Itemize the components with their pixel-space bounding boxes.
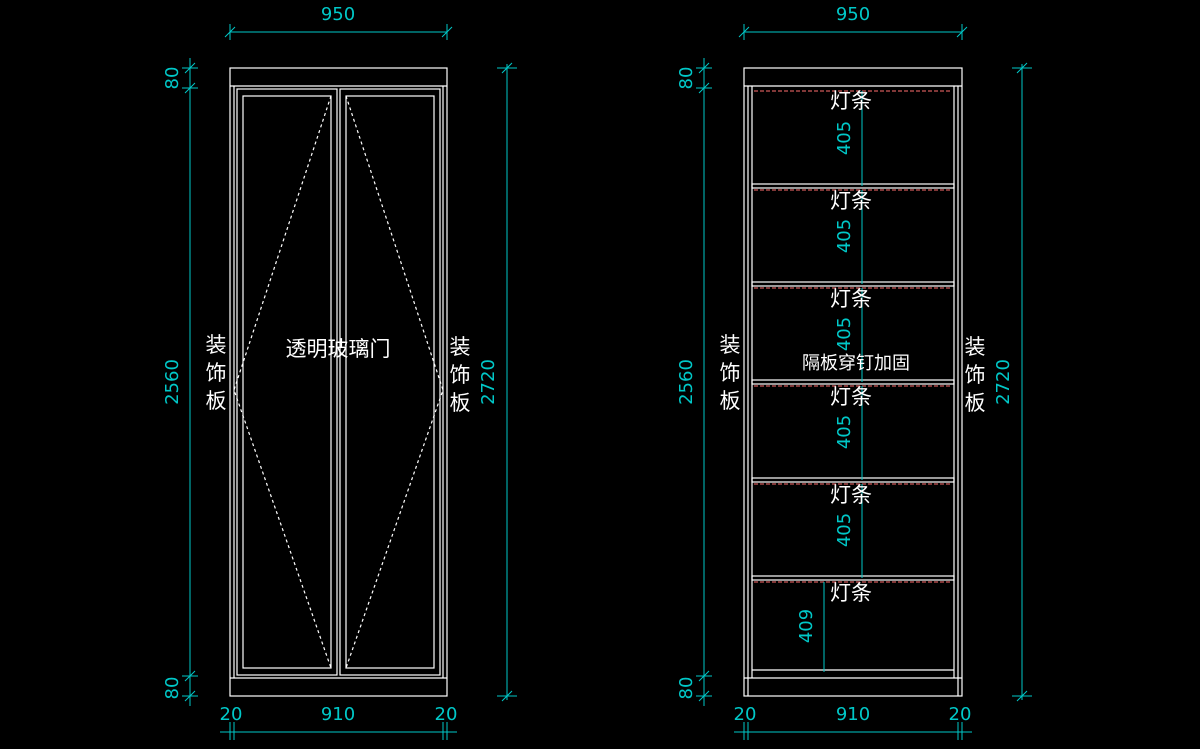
right-top-width-text: 950: [836, 4, 870, 25]
left-overall-tick-b: [501, 690, 513, 702]
left-top-width-text: 950: [321, 4, 355, 25]
right-side-tick-2: [698, 82, 710, 94]
left-bottom-middle-text: 910: [321, 704, 355, 725]
left-side-tick-3: [184, 670, 196, 682]
left-side-tick-4: [184, 690, 196, 702]
right-decor-right-1: 装: [965, 335, 986, 359]
left-door-swing-2: [345, 95, 444, 669]
left-door-glass-2: [345, 95, 435, 669]
left-decor-right-1: 装: [450, 335, 471, 359]
right-decor-right-3: 板: [965, 391, 986, 415]
shelf-2: [751, 281, 955, 287]
left-side-bottom-text: 80: [162, 677, 183, 700]
compartment-height-2: 405: [834, 219, 855, 253]
left-side-tick-1: [184, 62, 196, 74]
led-label-3: 灯条: [830, 287, 872, 311]
led-label-6: 灯条: [830, 581, 872, 605]
left-door-swing-1: [233, 95, 332, 669]
left-door-label: 透明玻璃门: [286, 337, 391, 361]
left-overall-tick-t: [501, 62, 513, 74]
right-side-top-text: 80: [676, 67, 697, 90]
right-side-tick-1: [698, 62, 710, 74]
right-cabinet-outline: [743, 67, 963, 697]
right-overall-tick-t: [1016, 62, 1028, 74]
shelf-reinforcement-label: 隔板穿钉加固: [802, 353, 910, 374]
right-overall-tick-b: [1016, 690, 1028, 702]
left-top-tick-r: [441, 26, 453, 38]
compartment-height-5: 405: [834, 513, 855, 547]
led-label-4: 灯条: [830, 385, 872, 409]
compartment-height-3: 405: [834, 317, 855, 351]
left-side-middle-text: 2560: [162, 359, 183, 405]
led-label-1: 灯条: [830, 89, 872, 113]
left-door-glass-1: [242, 95, 332, 669]
shelf-3: [751, 379, 955, 385]
compartment-height-6: 409: [796, 609, 817, 643]
left-cabinet: [229, 67, 448, 697]
left-overall-height-text: 2720: [478, 359, 499, 405]
left-side-tick-2: [184, 82, 196, 94]
compartment-height-4: 405: [834, 415, 855, 449]
led-label-5: 灯条: [830, 483, 872, 507]
right-side-tick-4: [698, 690, 710, 702]
right-side-middle-text: 2560: [676, 359, 697, 405]
led-label-2: 灯条: [830, 189, 872, 213]
right-decor-left-3: 板: [720, 389, 741, 413]
right-cabinet: [743, 67, 963, 697]
right-decor-left-2: 饰: [720, 361, 741, 385]
left-decor-left-1: 装: [206, 333, 227, 357]
shelf-1: [751, 183, 955, 189]
right-bottom-middle-text: 910: [836, 704, 870, 725]
left-top-tick-l: [224, 26, 236, 38]
left-cabinet-outline: [229, 67, 448, 697]
right-dimensions: [696, 24, 1032, 740]
shelf-4: [751, 477, 955, 483]
led-strips: [754, 90, 952, 583]
right-top-tick-r: [956, 26, 968, 38]
right-bottom-left-text: 20: [734, 704, 757, 725]
right-top-tick-l: [738, 26, 750, 38]
left-decor-left-3: 板: [206, 389, 227, 413]
left-bottom-right-text: 20: [435, 704, 458, 725]
left-bottom-left-text: 20: [220, 704, 243, 725]
left-side-top-text: 80: [162, 67, 183, 90]
left-decor-right-2: 饰: [450, 363, 471, 387]
left-decor-right-3: 板: [450, 391, 471, 415]
left-decor-left-2: 饰: [206, 361, 227, 385]
right-side-bottom-text: 80: [676, 677, 697, 700]
right-side-tick-3: [698, 670, 710, 682]
shelf-5: [751, 575, 955, 581]
right-bottom-right-text: 20: [949, 704, 972, 725]
right-overall-height-text: 2720: [993, 359, 1014, 405]
compartment-height-1: 405: [834, 121, 855, 155]
right-decor-right-2: 饰: [965, 363, 986, 387]
right-decor-left-1: 装: [720, 333, 741, 357]
left-dimensions: [182, 24, 517, 740]
